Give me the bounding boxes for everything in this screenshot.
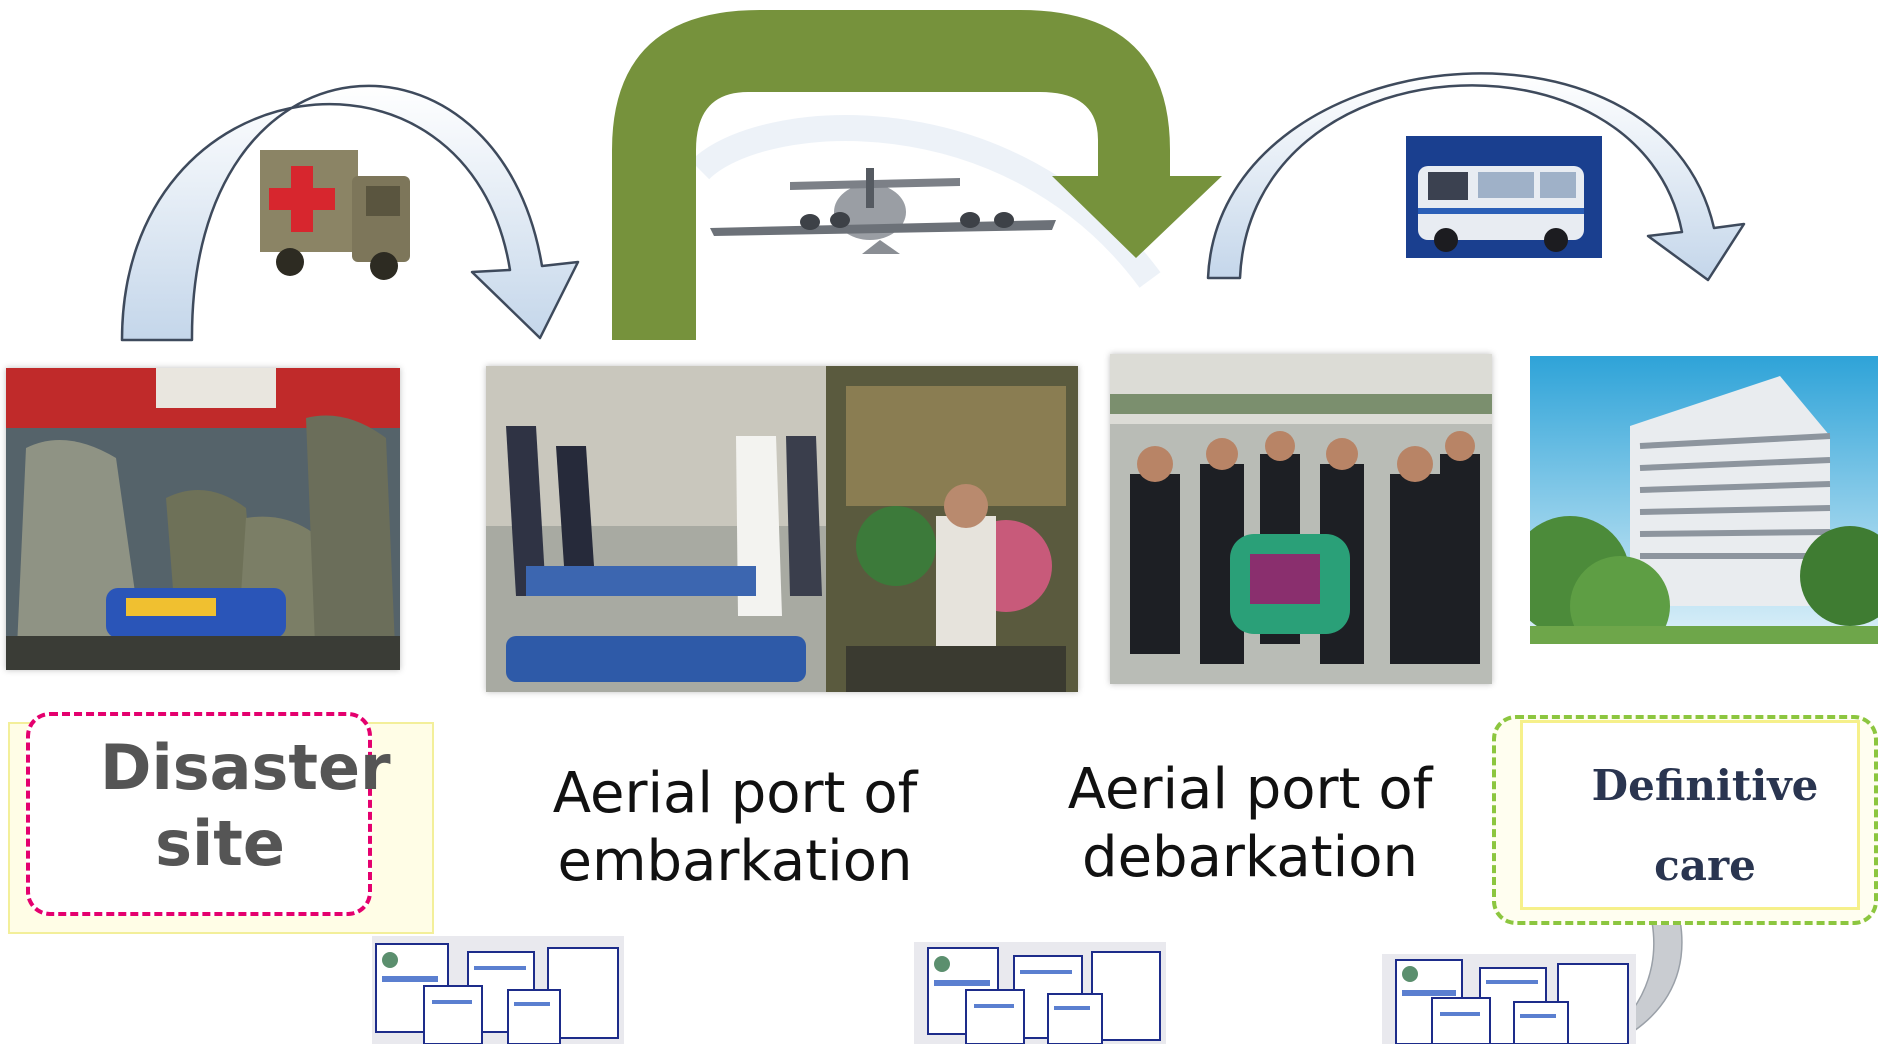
disaster-site-line2: site bbox=[155, 806, 285, 880]
definitive-care-highlight bbox=[1520, 720, 1860, 910]
definitive-care-label: Definitive care bbox=[1520, 746, 1878, 906]
curved-arrow-2 bbox=[1206, 72, 1746, 282]
debarkation-label: Aerial port of debarkation bbox=[1060, 756, 1440, 893]
green-elbow-arrow bbox=[612, 10, 1222, 340]
disaster-site-label: Disaster site bbox=[60, 730, 391, 881]
disaster-site-frame bbox=[26, 712, 372, 916]
debarkation-line1: Aerial port of bbox=[1067, 757, 1433, 822]
faint-arc bbox=[690, 115, 1161, 288]
definitive-care-line2: care bbox=[1654, 840, 1756, 890]
embarkation-line1: Aerial port of bbox=[552, 761, 918, 826]
forms-thumbnail-3 bbox=[1382, 954, 1636, 1044]
forms-thumbnail-2 bbox=[914, 942, 1166, 1044]
debarkation-line2: debarkation bbox=[1082, 825, 1418, 891]
forms-thumbnail-1 bbox=[372, 936, 624, 1044]
curved-arrow-1 bbox=[120, 84, 580, 342]
disaster-site-photo bbox=[6, 368, 400, 670]
hospital-photo bbox=[1530, 356, 1878, 644]
disaster-site-line1: Disaster bbox=[100, 731, 391, 804]
embarkation-line2: embarkation bbox=[557, 829, 913, 895]
debarkation-photo bbox=[1110, 354, 1492, 684]
definitive-care-line1: Definitive bbox=[1591, 761, 1819, 810]
embarkation-photo bbox=[486, 366, 1078, 692]
embarkation-label: Aerial port of embarkation bbox=[540, 760, 930, 897]
